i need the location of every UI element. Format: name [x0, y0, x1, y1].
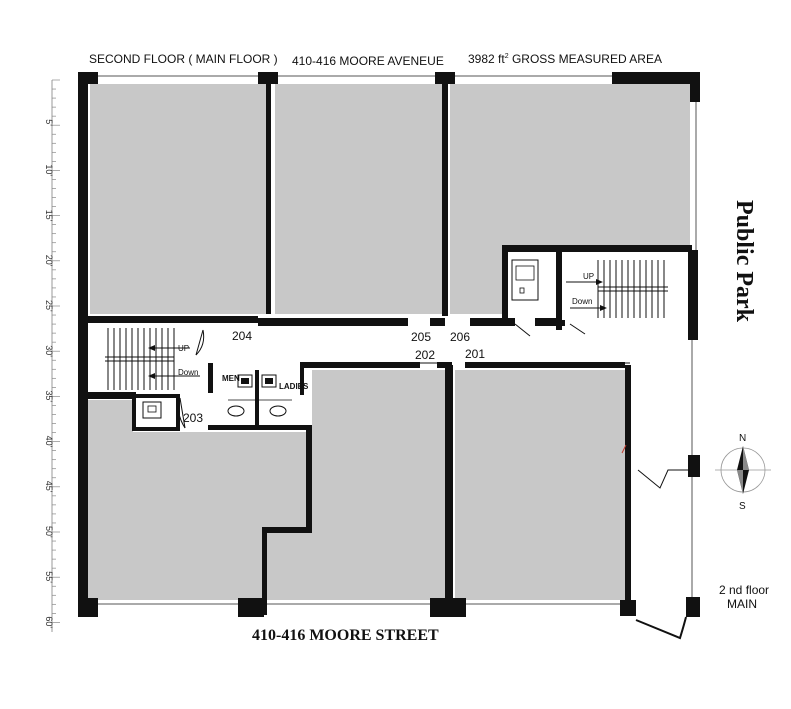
ruler-label: 45' — [44, 481, 54, 493]
room-label-202: 202 — [415, 348, 435, 362]
park-label: Public Park — [731, 200, 757, 323]
left-stair-down-label: Down — [178, 368, 198, 377]
door-leaf — [514, 323, 531, 337]
floor-note-line2: MAIN — [727, 597, 757, 611]
address-label: 410-416 MOORE AVENEUE — [292, 54, 444, 68]
wall-pier — [258, 72, 278, 84]
area-description: GROSS MEASURED AREA — [509, 52, 662, 66]
corridor-wall — [430, 318, 445, 326]
east-wall-top — [690, 72, 700, 102]
ruler-label: 20' — [44, 255, 54, 267]
scale-ruler: 5' 10' 15' 20' 25' 30' 35' 40' 45' 50' 55' 60' — [44, 79, 60, 632]
east-wall-pier — [686, 597, 700, 617]
right-stair-up-label: UP — [583, 272, 594, 281]
partition-wall — [442, 84, 448, 316]
east-wall-mid — [688, 250, 698, 340]
left-stair-up-label: UP — [178, 344, 189, 353]
street-label: 410-416 MOORE STREET — [252, 627, 439, 644]
utility-sink — [142, 401, 162, 419]
right-stair-down-label: Down — [572, 297, 592, 306]
ruler-label: 55' — [44, 571, 54, 583]
corridor-wall — [86, 316, 258, 323]
main-entry-door — [635, 616, 687, 640]
compass-north-label: N — [739, 433, 746, 444]
room-southeast — [455, 370, 625, 600]
west-wall — [78, 72, 88, 617]
wall-corner — [78, 72, 98, 84]
ladies-label: LADIES — [279, 382, 309, 391]
partition-wall — [262, 527, 267, 615]
corridor-wall — [465, 362, 625, 368]
partition-wall — [556, 250, 562, 330]
room-south-center — [265, 370, 445, 600]
room-northeast-lower — [450, 240, 505, 314]
men-label: MEN — [222, 374, 240, 383]
partition-wall — [625, 365, 631, 605]
washrooms — [208, 363, 308, 430]
floor-label: SECOND FLOOR ( MAIN FLOOR ) — [89, 52, 278, 66]
east-entry-door — [637, 469, 688, 489]
ruler-label: 35' — [44, 390, 54, 402]
ruler-label: 50' — [44, 526, 54, 538]
door-swing — [177, 397, 186, 429]
corridor-wall — [300, 362, 420, 368]
partition-wall — [502, 248, 508, 323]
elevator-button — [519, 287, 525, 294]
elevator-cab — [515, 265, 535, 281]
room-label-204: 204 — [232, 329, 252, 343]
left-staircase — [105, 328, 200, 390]
room-northwest — [90, 84, 267, 314]
storage-room-203 — [132, 394, 180, 431]
door-leaf — [195, 329, 204, 356]
room-north-center — [275, 84, 442, 314]
partition-wall — [306, 425, 312, 530]
ruler-label: 30' — [44, 345, 54, 357]
door-leaf — [569, 323, 586, 335]
ruler-label: 60' — [44, 616, 54, 628]
marker — [621, 444, 627, 454]
wall-pier — [238, 598, 264, 617]
corridor-wall — [258, 318, 408, 326]
floor-note-line1: 2 nd floor — [719, 583, 769, 597]
compass-rose — [715, 446, 771, 494]
wall-pier — [620, 600, 636, 616]
wall-pier — [435, 72, 455, 84]
partition-wall — [262, 527, 312, 533]
wall-pier — [78, 598, 98, 617]
east-wall-pier — [688, 455, 700, 477]
area-superscript: 2 — [505, 53, 509, 60]
door-leaf — [179, 397, 186, 429]
compass-south-label: S — [739, 501, 746, 512]
ruler-label: 5' — [44, 119, 54, 126]
partition-wall — [445, 365, 453, 615]
right-staircase — [562, 255, 688, 320]
ruler-label: 10' — [44, 164, 54, 176]
ruler-label: 40' — [44, 436, 54, 448]
room-label-201: 201 — [465, 347, 485, 361]
corridor-wall — [470, 318, 515, 326]
wall-pier — [612, 72, 700, 84]
area-label: 3982 ft2 GROSS MEASURED AREA — [468, 52, 662, 66]
room-label-206: 206 — [450, 330, 470, 344]
ruler-label: 25' — [44, 300, 54, 312]
partition-wall — [502, 245, 692, 252]
room-northeast-upper — [450, 84, 690, 246]
corridor-wall — [437, 362, 452, 368]
door-swing — [195, 329, 205, 356]
utility-sink-basin — [147, 405, 157, 413]
ruler-label: 15' — [44, 210, 54, 222]
partition-wall — [86, 392, 136, 399]
corridor-wall — [535, 318, 565, 326]
partition-wall — [266, 84, 271, 314]
room-label-203: 203 — [183, 411, 203, 425]
room-label-205: 205 — [411, 330, 431, 344]
area-value: 3982 ft — [468, 52, 505, 66]
